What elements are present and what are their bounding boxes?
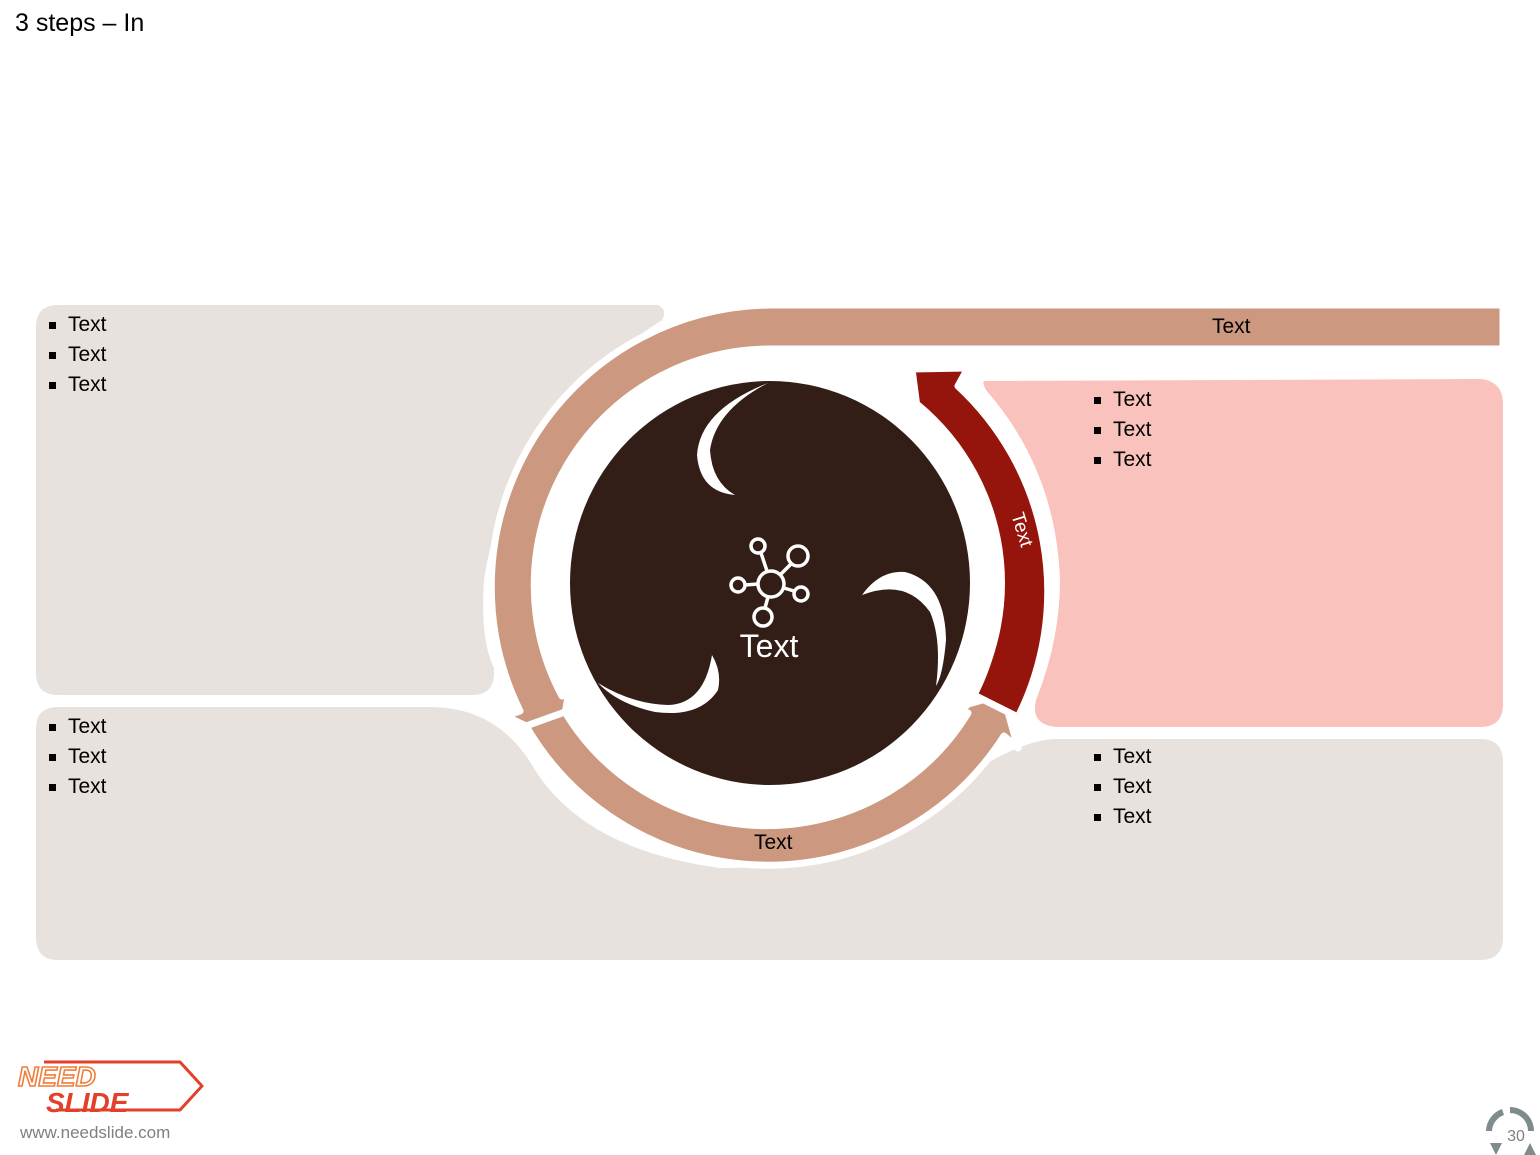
bullet-item: Text (1094, 802, 1152, 832)
bottom-left-bullet-list: Text Text Text (49, 712, 107, 802)
bullet-item: Text (1094, 445, 1152, 475)
slide-title: 3 steps – In (15, 9, 145, 37)
center-label: Text (739, 628, 799, 664)
bullet-item: Text (49, 310, 107, 340)
logo-arrow-outline (44, 1060, 204, 1112)
swirl-top (697, 383, 768, 495)
center-circle (570, 381, 970, 785)
logo-text-bottom: SLIDE (46, 1087, 130, 1118)
top-left-bullet-list: Text Text Text (49, 310, 107, 400)
site-url: www.needslide.com (20, 1123, 171, 1142)
tan-cycle-arrow-bottom (522, 690, 1022, 869)
cycle-arrows-icon (1486, 1107, 1536, 1155)
bullet-item: Text (49, 742, 107, 772)
swirl-right (862, 571, 946, 686)
bullet-item: Text (1094, 772, 1152, 802)
page-number: 30 (1507, 1128, 1525, 1145)
right-pink-bullet-list: Text Text Text (1094, 385, 1152, 475)
bullet-item: Text (1094, 415, 1152, 445)
bullet-item: Text (49, 340, 107, 370)
needslide-logo: NEED SLIDE (17, 1060, 204, 1118)
logo-text-top: NEED (18, 1061, 96, 1092)
bottom-right-bullet-list: Text Text Text (1094, 742, 1152, 832)
network-hub-icon (729, 537, 810, 628)
panel-bottom-band (36, 707, 1503, 960)
bottom-arc-label: Text (754, 831, 793, 854)
bullet-item: Text (1094, 385, 1152, 415)
bullet-item: Text (49, 772, 107, 802)
bullet-item: Text (1094, 742, 1152, 772)
top-bar-label: Text (1212, 315, 1251, 338)
panel-right-pink (983, 379, 1503, 727)
swirl-bottom (598, 655, 720, 714)
bullet-item: Text (49, 370, 107, 400)
panel-top-left (36, 305, 665, 695)
bullet-item: Text (49, 712, 107, 742)
